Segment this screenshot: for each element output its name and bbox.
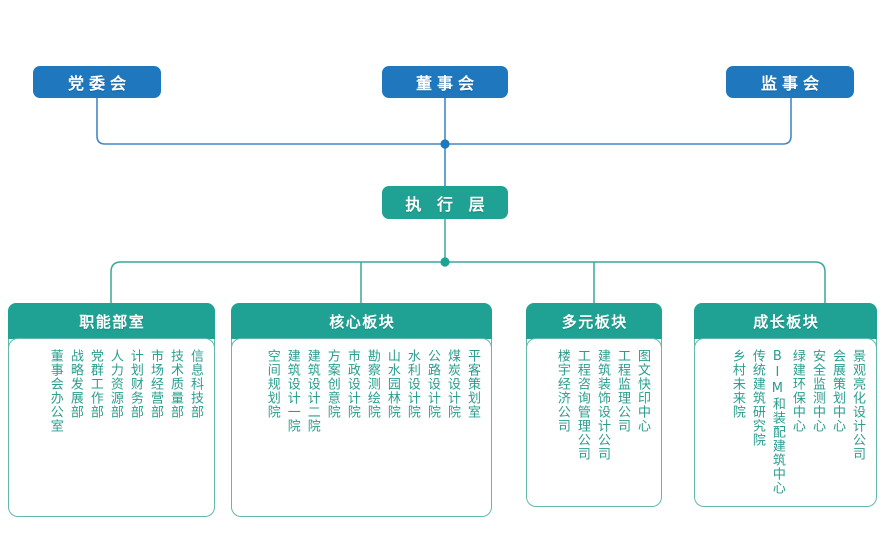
node-board-of-directors[interactable]: 董事会	[382, 66, 508, 98]
group-core: 核心板块 平客策划室 煤炭设计院 公路设计院 水利设计院 山水园林院 勘察测绘院…	[231, 303, 492, 517]
unit-item[interactable]: 信息科技部	[188, 349, 203, 419]
junction-dot-governance	[440, 139, 450, 149]
group-body-core: 平客策划室 煤炭设计院 公路设计院 水利设计院 山水园林院 勘察测绘院 市政设计…	[231, 338, 492, 517]
node-executive-layer[interactable]: 执 行 层	[382, 186, 508, 219]
group-body-growth: 景观亮化设计公司 会展策划中心 安全监测中心 绿建环保中心 BIM和装配建筑中心…	[694, 338, 877, 507]
unit-item[interactable]: 方案创意院	[324, 349, 340, 419]
unit-item[interactable]: 绿建环保中心	[789, 349, 805, 433]
unit-item[interactable]: 工程咨询管理公司	[574, 349, 590, 461]
unit-item[interactable]: 建筑设计一院	[284, 349, 300, 433]
unit-item[interactable]: 建筑装饰设计公司	[594, 349, 610, 461]
unit-item[interactable]: 技术质量部	[167, 349, 183, 419]
group-title-functional[interactable]: 职能部室	[8, 303, 215, 339]
group-title-core[interactable]: 核心板块	[231, 303, 492, 339]
unit-item[interactable]: 计划财务部	[127, 349, 143, 419]
unit-item[interactable]: 董事会办公室	[47, 349, 63, 433]
unit-item[interactable]: 战略发展部	[67, 349, 83, 419]
unit-item[interactable]: 山水园林院	[384, 349, 400, 419]
unit-item[interactable]: 平客策划室	[465, 349, 480, 419]
unit-item[interactable]: 空间规划院	[264, 349, 280, 419]
unit-columns-diverse: 图文快印中心 工程监理公司 建筑装饰设计公司 工程咨询管理公司 楼宇经济公司	[527, 349, 661, 498]
unit-columns-core: 平客策划室 煤炭设计院 公路设计院 水利设计院 山水园林院 勘察测绘院 市政设计…	[232, 349, 491, 508]
unit-item[interactable]: 煤炭设计院	[444, 349, 460, 419]
unit-item[interactable]: 景观亮化设计公司	[850, 349, 865, 461]
unit-item[interactable]: 建筑设计二院	[304, 349, 320, 433]
junction-dot-execution	[440, 257, 450, 267]
node-party-committee[interactable]: 党委会	[33, 66, 161, 98]
unit-item[interactable]: 传统建筑研究院	[749, 349, 765, 447]
unit-item[interactable]: 安全监测中心	[809, 349, 825, 433]
unit-item[interactable]: 党群工作部	[87, 349, 103, 419]
unit-item[interactable]: 会展策划中心	[829, 349, 845, 433]
unit-item[interactable]: 市政设计院	[344, 349, 360, 419]
group-diverse: 多元板块 图文快印中心 工程监理公司 建筑装饰设计公司 工程咨询管理公司 楼宇经…	[526, 303, 662, 507]
unit-item[interactable]: 工程监理公司	[614, 349, 630, 433]
unit-columns-growth: 景观亮化设计公司 会展策划中心 安全监测中心 绿建环保中心 BIM和装配建筑中心…	[695, 349, 876, 498]
unit-item[interactable]: 楼宇经济公司	[554, 349, 570, 433]
group-growth: 成长板块 景观亮化设计公司 会展策划中心 安全监测中心 绿建环保中心 BIM和装…	[694, 303, 877, 507]
group-body-diverse: 图文快印中心 工程监理公司 建筑装饰设计公司 工程咨询管理公司 楼宇经济公司	[526, 338, 662, 507]
group-body-functional: 信息科技部 技术质量部 市场经营部 计划财务部 人力资源部 党群工作部 战略发展…	[8, 338, 215, 517]
group-functional: 职能部室 信息科技部 技术质量部 市场经营部 计划财务部 人力资源部 党群工作部…	[8, 303, 215, 517]
unit-item[interactable]: 公路设计院	[424, 349, 440, 419]
group-title-diverse[interactable]: 多元板块	[526, 303, 662, 339]
unit-item[interactable]: BIM和装配建筑中心	[769, 349, 785, 495]
unit-columns-functional: 信息科技部 技术质量部 市场经营部 计划财务部 人力资源部 党群工作部 战略发展…	[9, 349, 214, 508]
unit-item[interactable]: 图文快印中心	[635, 349, 650, 433]
node-board-of-supervisors[interactable]: 监事会	[726, 66, 854, 98]
unit-item[interactable]: 水利设计院	[404, 349, 420, 419]
unit-item[interactable]: 勘察测绘院	[364, 349, 380, 419]
unit-item[interactable]: 人力资源部	[107, 349, 123, 419]
group-title-growth[interactable]: 成长板块	[694, 303, 877, 339]
unit-item[interactable]: 乡村未来院	[729, 349, 745, 419]
unit-item[interactable]: 市场经营部	[147, 349, 163, 419]
